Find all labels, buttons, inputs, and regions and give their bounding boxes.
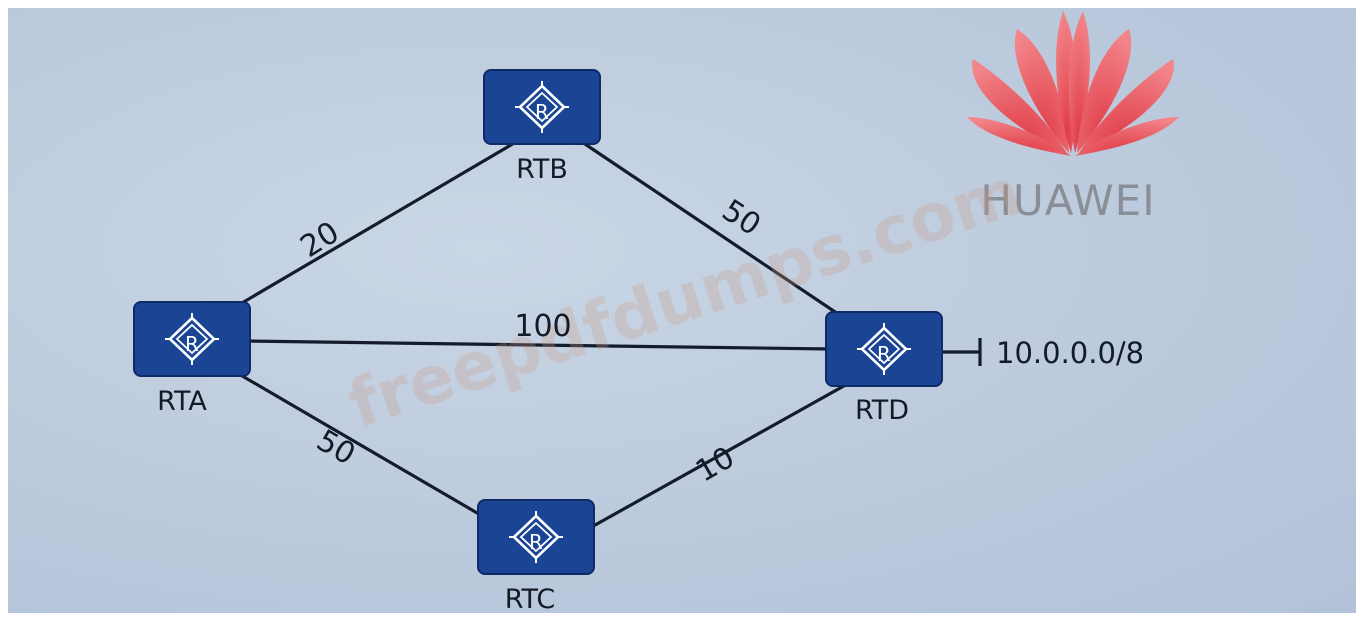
router-rta-label: RTA [157, 386, 207, 417]
router-rtb-label: RTB [516, 154, 568, 185]
link-cost-rta-rtd: 100 [514, 309, 571, 344]
router-rtd-label: RTD [855, 395, 909, 426]
router-rtd-glyph-letter: R [877, 342, 891, 366]
router-rtd[interactable]: R RTD [825, 311, 943, 426]
link-rta-rtd [243, 339, 831, 351]
link-rta-rtb [229, 140, 517, 312]
router-rtc-label: RTC [505, 584, 556, 613]
router-rta[interactable]: R RTA [133, 301, 251, 417]
huawei-brand-text: HUAWEI [980, 176, 1155, 225]
diagram-canvas: HUAWEI freepdfdumps.com 20 50 100 50 10 … [133, 11, 1179, 613]
link-cost-rta-rtb: 20 [294, 215, 345, 265]
router-rtc-icon [477, 499, 595, 575]
router-rtd-icon [825, 311, 943, 387]
router-rtc[interactable]: R RTC [477, 499, 595, 613]
network-prefix-label: 10.0.0.0/8 [996, 336, 1144, 370]
router-rtb[interactable]: R RTB [483, 69, 601, 185]
topology-diagram: HUAWEI freepdfdumps.com 20 50 100 50 10 … [8, 8, 1356, 613]
huawei-logo-icon [967, 11, 1179, 156]
link-cost-rta-rtc: 50 [310, 423, 361, 472]
router-rta-icon [133, 301, 251, 377]
router-rtb-glyph-letter: R [535, 100, 549, 124]
watermark: freepdfdumps.com [339, 153, 1030, 443]
link-rtc-rtd [587, 376, 859, 531]
router-rtb-icon [483, 69, 601, 145]
router-rtc-glyph-letter: R [529, 530, 543, 554]
link-rta-rtc [231, 368, 509, 533]
router-rta-glyph-letter: R [185, 332, 199, 356]
links [229, 140, 982, 533]
link-rtb-rtd [581, 140, 857, 328]
